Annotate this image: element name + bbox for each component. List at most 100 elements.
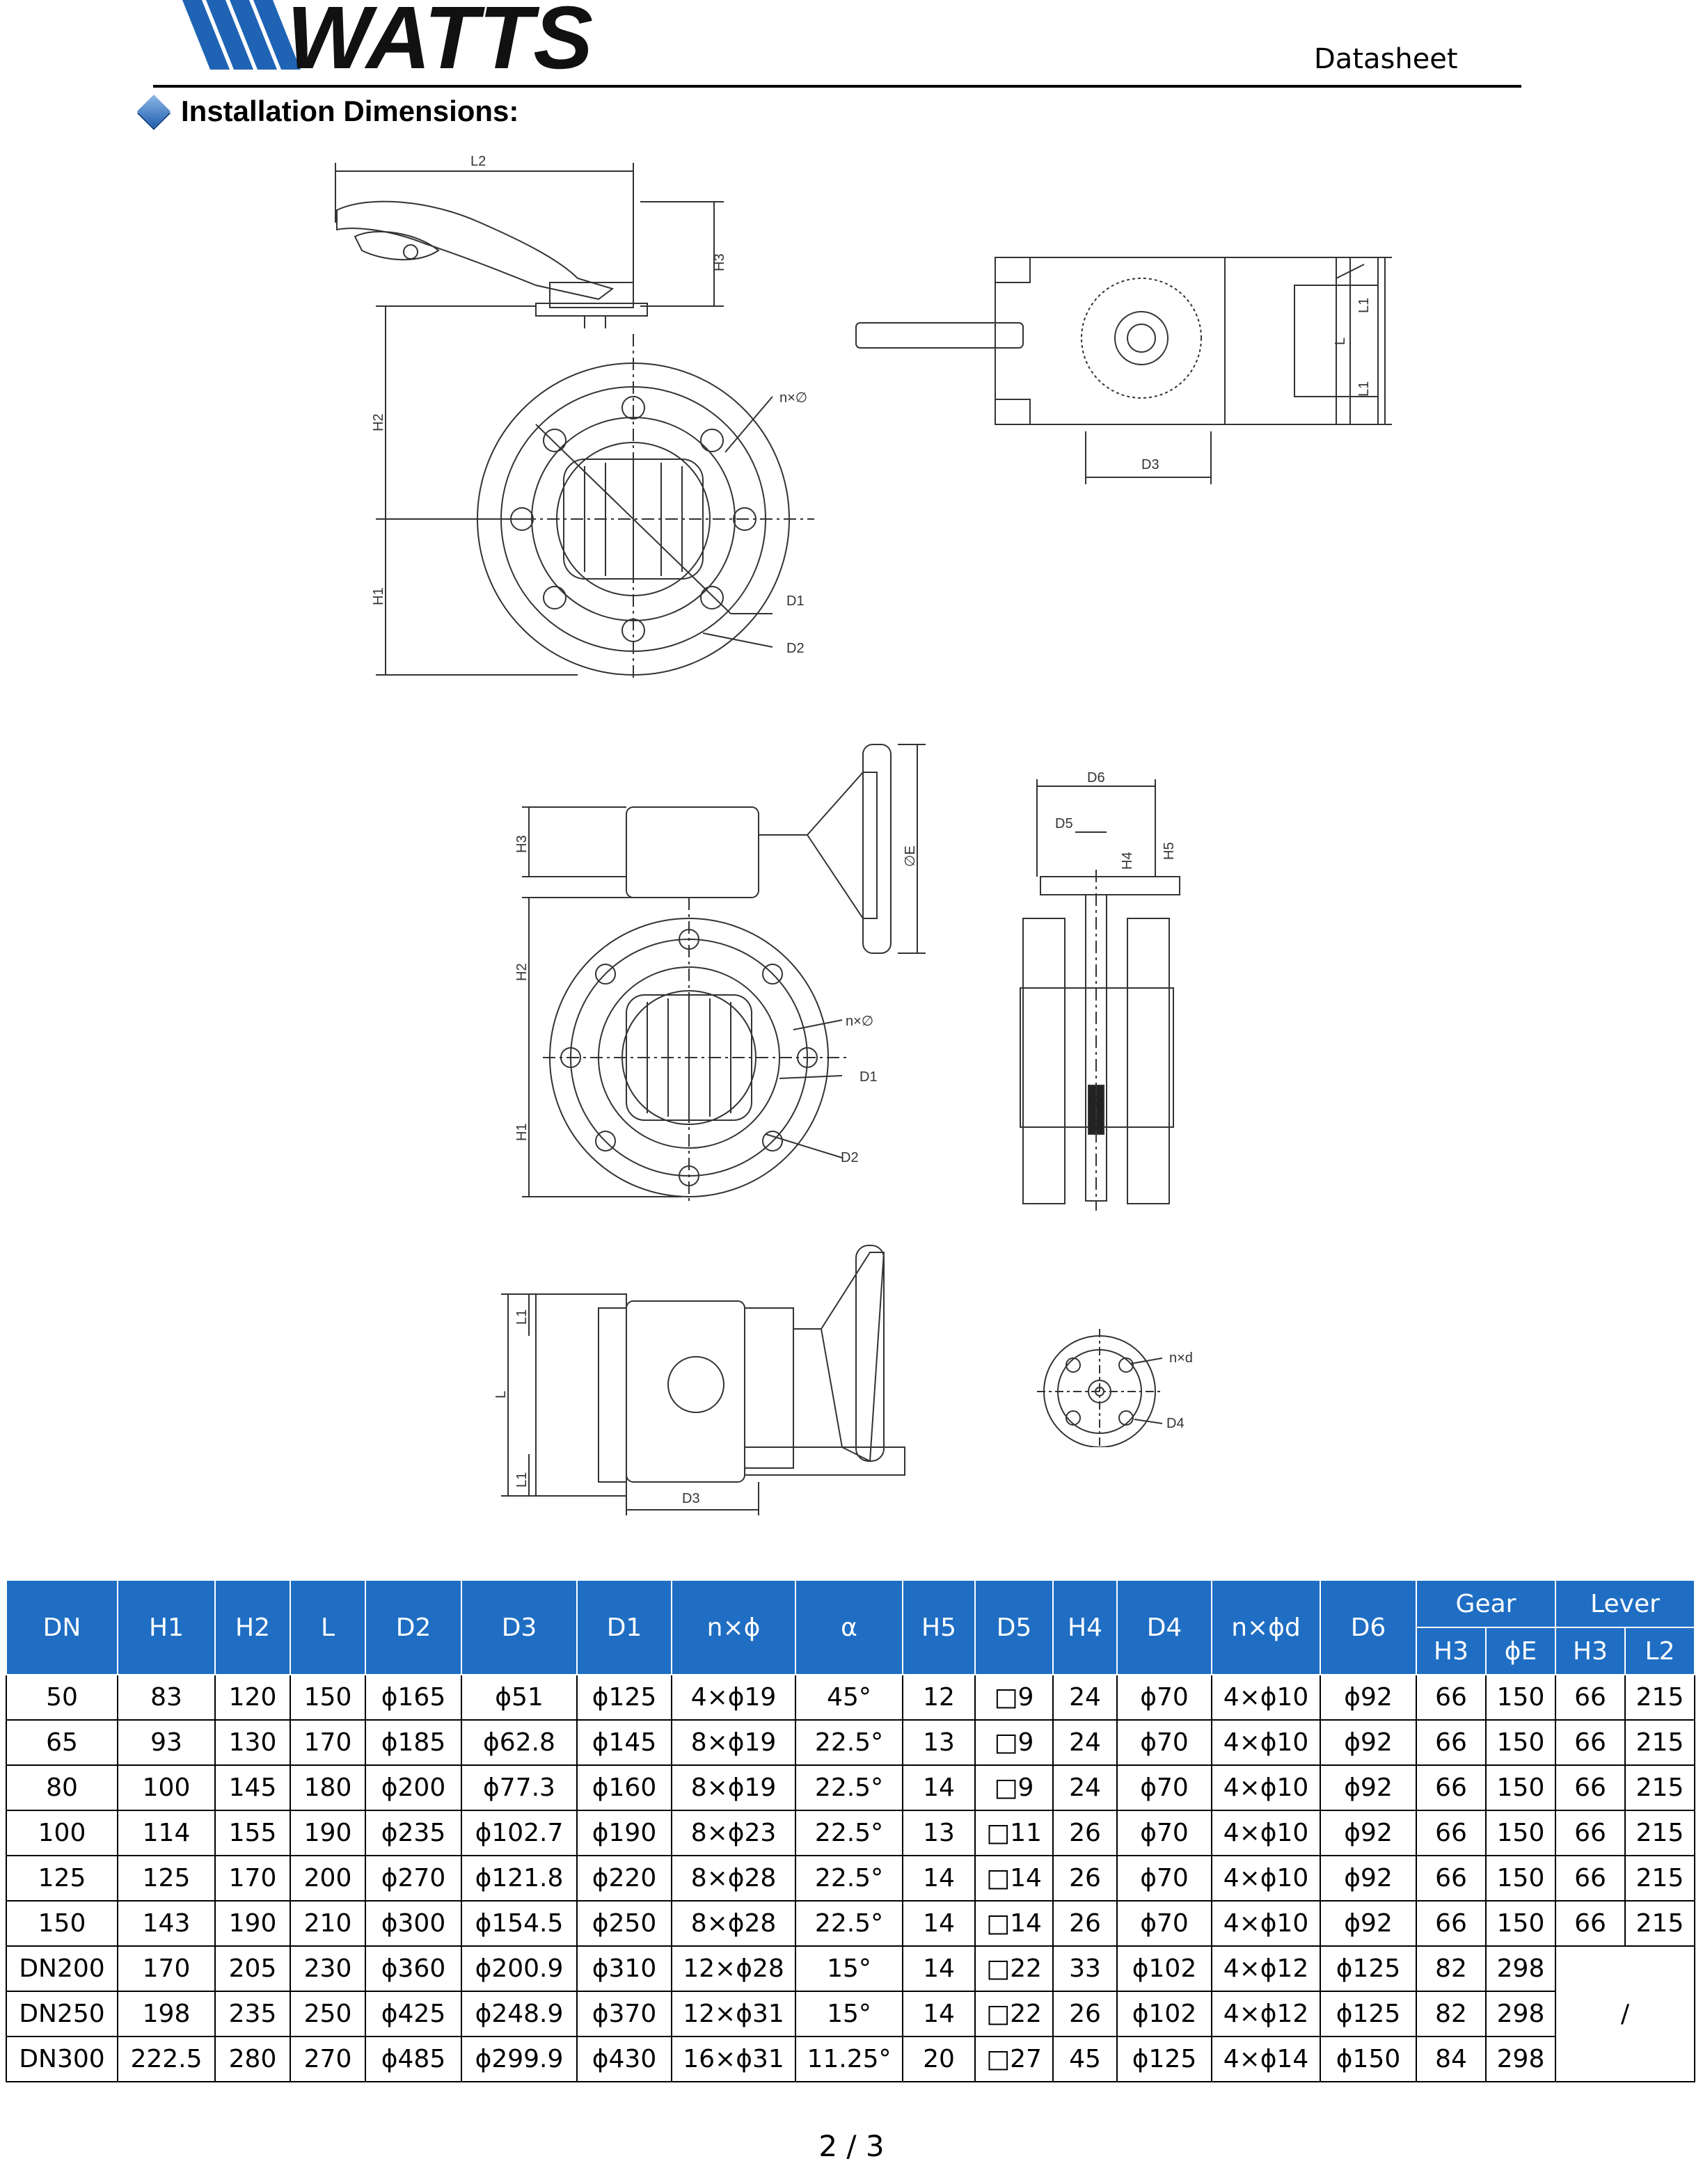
- label-L: L: [1333, 337, 1348, 345]
- table-cell: ϕ77.3: [461, 1764, 578, 1811]
- header-h4: H4: [1052, 1579, 1118, 1675]
- table-cell: ϕ102.7: [461, 1810, 578, 1856]
- table-cell: 14: [902, 1945, 976, 1992]
- table-cell: 15°: [795, 1945, 903, 1992]
- table-cell: DN200: [6, 1945, 118, 1992]
- table-cell: 200: [290, 1855, 366, 1902]
- table-cell: 20: [902, 2036, 976, 2082]
- table-cell: 66: [1416, 1674, 1487, 1721]
- table-cell: 150: [1485, 1900, 1556, 1947]
- table-cell: 215: [1624, 1810, 1696, 1856]
- table-cell: 100: [117, 1764, 216, 1811]
- table-cell: 145: [214, 1764, 291, 1811]
- table-cell: ϕ485: [365, 2036, 462, 2082]
- label-D3-gear: D3: [682, 1491, 700, 1506]
- table-cell: 22.5°: [795, 1810, 903, 1856]
- header-d5: D5: [974, 1579, 1054, 1675]
- header-gear-h3: H3: [1416, 1627, 1487, 1675]
- table-cell: □11: [974, 1810, 1054, 1856]
- table-cell: 298: [1485, 1991, 1556, 2037]
- table-cell: ϕ150: [1320, 2036, 1417, 2082]
- table-cell: 150: [1485, 1810, 1556, 1856]
- table-cell: ϕ165: [365, 1674, 462, 1721]
- header-rule: [153, 85, 1521, 88]
- table-cell: 150: [1485, 1764, 1556, 1811]
- table-cell: 215: [1624, 1900, 1696, 1947]
- table-cell: 235: [214, 1991, 291, 2037]
- table-cell: 215: [1624, 1674, 1696, 1721]
- table-cell: 198: [117, 1991, 216, 2037]
- header-d6: D6: [1320, 1579, 1417, 1675]
- table-cell: 130: [214, 1719, 291, 1766]
- table-cell: 125: [117, 1855, 216, 1902]
- table-cell: 170: [117, 1945, 216, 1992]
- table-cell: 4×ϕ14: [1211, 2036, 1321, 2082]
- table-cell: 14: [902, 1991, 976, 2037]
- label-D4: D4: [1166, 1416, 1185, 1431]
- label-H1-gear: H1: [514, 1123, 530, 1141]
- label-D2-gear: D2: [841, 1150, 859, 1165]
- table-cell: 22.5°: [795, 1719, 903, 1766]
- table-cell: 93: [117, 1719, 216, 1766]
- label-H5: H5: [1162, 842, 1177, 860]
- table-cell: 210: [290, 1900, 366, 1947]
- table-cell: 215: [1624, 1855, 1696, 1902]
- table-cell: ϕ125: [1320, 1945, 1417, 1992]
- drawing-side-section: D6 D5 H4 H5: [1009, 765, 1218, 1211]
- table-cell: ϕ190: [576, 1810, 672, 1856]
- table-cell: ϕ370: [576, 1991, 672, 2037]
- label-H4: H4: [1120, 852, 1135, 870]
- label-D1-gear: D1: [860, 1069, 878, 1085]
- table-cell: 170: [290, 1719, 366, 1766]
- table-cell: 120: [214, 1674, 291, 1721]
- table-cell: 16×ϕ31: [671, 2036, 796, 2082]
- table-cell: 125: [6, 1855, 118, 1902]
- table-cell: 12: [902, 1674, 976, 1721]
- table-cell: □14: [974, 1900, 1054, 1947]
- header-nphid: n×ϕd: [1211, 1579, 1321, 1675]
- table-cell: ϕ92: [1320, 1719, 1417, 1766]
- logo-stripes-icon: [182, 0, 301, 70]
- table-cell: ϕ70: [1116, 1674, 1212, 1721]
- table-cell: 11.25°: [795, 2036, 903, 2082]
- table-cell: 14: [902, 1900, 976, 1947]
- table-cell: 155: [214, 1810, 291, 1856]
- table-cell: ϕ51: [461, 1674, 578, 1721]
- table-cell: □9: [974, 1674, 1054, 1721]
- drawing-gear-front: H3 ∅E H2 H1 n×∅ D1 D2: [501, 731, 933, 1211]
- table-cell: 230: [290, 1945, 366, 1992]
- table-cell: ϕ70: [1116, 1764, 1212, 1811]
- table-cell: □14: [974, 1855, 1054, 1902]
- header-group-gear: Gear: [1416, 1579, 1556, 1628]
- table-cell: ϕ92: [1320, 1900, 1417, 1947]
- table-cell: □22: [974, 1991, 1054, 2037]
- table-cell: ϕ200: [365, 1764, 462, 1811]
- table-cell: 82: [1416, 1945, 1487, 1992]
- table-cell: 12×ϕ31: [671, 1991, 796, 2037]
- table-cell: ϕ220: [576, 1855, 672, 1902]
- table-cell: 4×ϕ10: [1211, 1810, 1321, 1856]
- table-cell: ϕ425: [365, 1991, 462, 2037]
- header-d1: D1: [576, 1579, 672, 1675]
- table-cell: ϕ92: [1320, 1855, 1417, 1902]
- header-group-lever: Lever: [1554, 1579, 1696, 1628]
- table-cell: 150: [6, 1900, 118, 1947]
- table-cell: ϕ102: [1116, 1945, 1212, 1992]
- table-cell: 66: [1555, 1674, 1626, 1721]
- table-cell: 222.5: [117, 2036, 216, 2082]
- table-cell: 4×ϕ12: [1211, 1991, 1321, 2037]
- table-cell: 150: [290, 1674, 366, 1721]
- watts-logo: WATTS: [182, 0, 593, 74]
- table-cell: 4×ϕ10: [1211, 1674, 1321, 1721]
- label-nphi: n×∅: [779, 390, 807, 406]
- table-cell: ϕ300: [365, 1900, 462, 1947]
- drawing-lever-front: L2 H3 H2 H1 n×∅ D1 D2: [327, 146, 828, 689]
- table-cell: 66: [1416, 1900, 1487, 1947]
- table-cell: 66: [1555, 1719, 1626, 1766]
- table-cell: ϕ235: [365, 1810, 462, 1856]
